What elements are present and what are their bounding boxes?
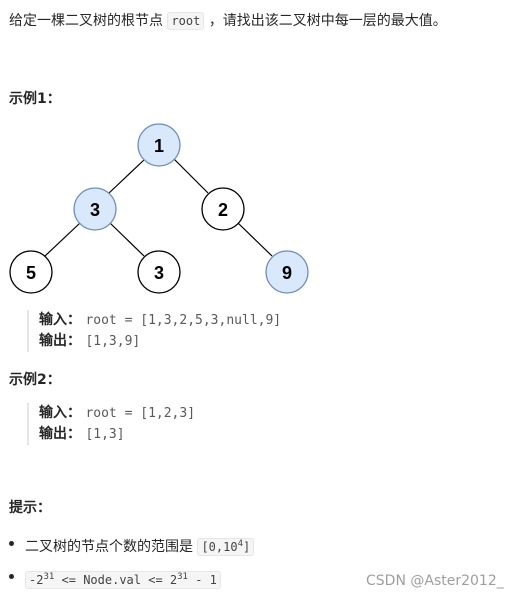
example2-io-block: 输入： root = [1,2,3] 输出： [1,3] <box>27 403 195 445</box>
tree-node-root: 1 <box>137 123 181 167</box>
edge-1-3 <box>108 158 146 194</box>
intro-text-after: ，请找出该二叉树中每一层的最大值。 <box>208 13 447 29</box>
hints-list: 二叉树的节点个数的范围是 [0,104] -231 <= Node.val <=… <box>9 534 489 594</box>
edge-3-3 <box>109 222 145 257</box>
example1-io-block: 输入： root = [1,3,2,5,3,null,9] 输出： [1,3,9… <box>27 310 281 352</box>
tree-node-label: 2 <box>218 200 228 220</box>
intro-code-root: root <box>167 12 205 30</box>
example1-heading: 示例1： <box>9 91 61 107</box>
tree-node-right: 2 <box>201 187 245 231</box>
intro-text-before: 给定一棵二叉树的根节点 <box>9 13 163 29</box>
tree-node-label: 5 <box>26 263 36 283</box>
tree-node-left: 3 <box>73 187 117 231</box>
edge-3-5 <box>44 222 81 257</box>
bullet-icon <box>9 574 14 579</box>
hint-code: [0,104] <box>197 538 255 556</box>
output-label: 输出： <box>39 426 81 442</box>
hints-heading: 提示： <box>9 500 51 516</box>
output-value: [1,3,9] <box>85 334 141 349</box>
output-value: [1,3] <box>85 427 125 442</box>
tree-node-label: 3 <box>90 200 100 220</box>
binary-tree-diagram: 1 3 2 5 3 9 <box>9 123 309 294</box>
edge-2-9 <box>237 222 273 257</box>
tree-node-label: 9 <box>282 263 292 283</box>
tree-node-left-left: 5 <box>9 250 53 294</box>
input-value: root = [1,3,2,5,3,null,9] <box>85 313 282 328</box>
problem-description: 给定一棵二叉树的根节点 root ，请找出该二叉树中每一层的最大值。 <box>9 11 447 31</box>
tree-node-label: 3 <box>154 263 164 283</box>
hint-text: 二叉树的节点个数的范围是 <box>25 539 193 555</box>
edge-1-2 <box>173 158 209 194</box>
csdn-watermark: CSDN @Aster2012_ <box>366 573 504 589</box>
tree-node-right-right: 9 <box>265 250 309 294</box>
bullet-icon <box>9 541 14 546</box>
example2-heading: 示例2： <box>9 372 61 388</box>
hint-code: -231 <= Node.val <= 231 - 1 <box>25 571 221 589</box>
output-label: 输出： <box>39 333 81 349</box>
tree-node-left-right: 3 <box>137 250 181 294</box>
tree-node-label: 1 <box>154 136 164 156</box>
input-label: 输入： <box>39 312 81 328</box>
input-label: 输入： <box>39 405 81 421</box>
input-value: root = [1,2,3] <box>85 406 196 421</box>
